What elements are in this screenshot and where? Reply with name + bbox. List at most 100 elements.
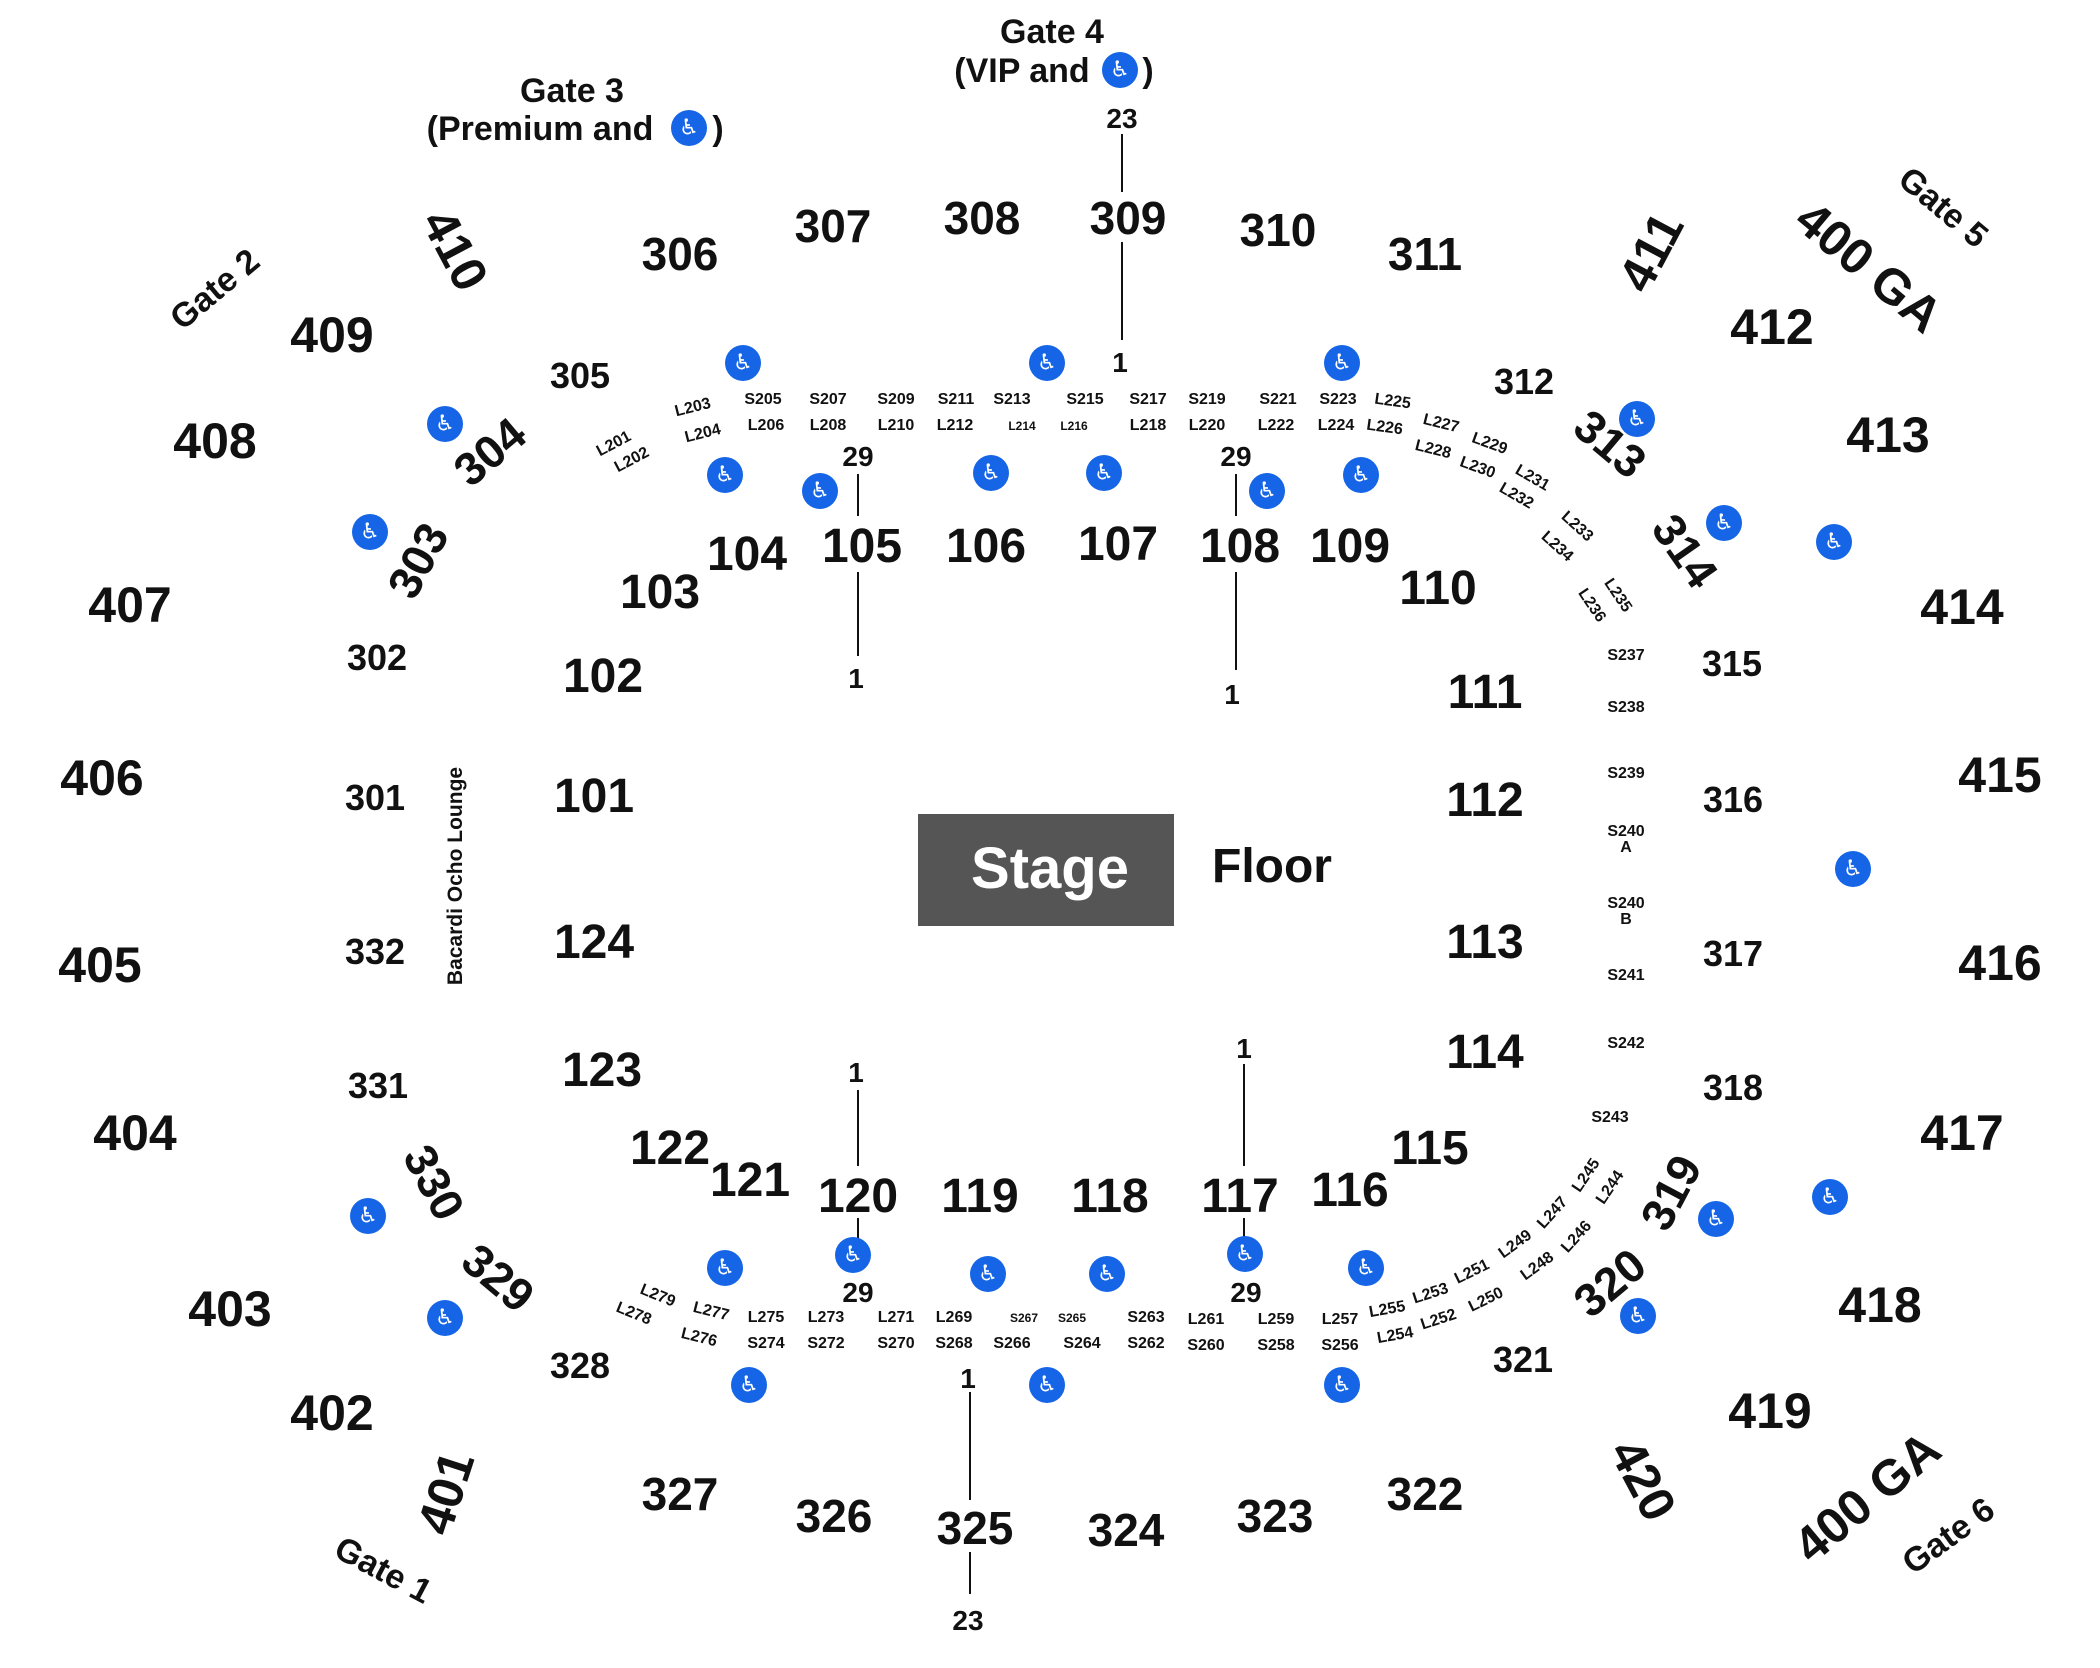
wheelchair-icon[interactable] (1835, 851, 1871, 887)
box-S268[interactable]: S268 (935, 1335, 972, 1352)
box-L251[interactable]: L251 (1452, 1256, 1492, 1287)
section-107[interactable]: 107 (1078, 518, 1158, 571)
box-L227[interactable]: L227 (1421, 411, 1461, 436)
box-S217[interactable]: S217 (1129, 391, 1166, 408)
section-302[interactable]: 302 (347, 637, 407, 678)
section-403[interactable]: 403 (188, 1281, 271, 1337)
box-L247[interactable]: L247 (1534, 1194, 1571, 1233)
box-L276[interactable]: L276 (679, 1325, 719, 1350)
wheelchair-icon[interactable] (1619, 401, 1655, 437)
section-332[interactable]: 332 (345, 931, 405, 972)
wheelchair-icon[interactable] (707, 1250, 743, 1286)
section-331[interactable]: 331 (348, 1065, 408, 1106)
box-S264[interactable]: S264 (1063, 1335, 1100, 1352)
box-L275[interactable]: L275 (748, 1309, 785, 1326)
gate-5[interactable]: Gate 5 (1891, 160, 1995, 256)
section-415[interactable]: 415 (1958, 747, 2041, 803)
gate-1[interactable]: Gate 1 (328, 1529, 438, 1611)
section-102[interactable]: 102 (563, 650, 643, 703)
section-111[interactable]: 111 (1448, 666, 1523, 719)
box-S241[interactable]: S241 (1607, 967, 1644, 984)
box-L250[interactable]: L250 (1466, 1284, 1506, 1315)
section-115[interactable]: 115 (1391, 1122, 1468, 1175)
section-113[interactable]: 113 (1446, 916, 1523, 969)
box-L261[interactable]: L261 (1188, 1311, 1225, 1328)
section-123[interactable]: 123 (562, 1044, 642, 1097)
box-L271[interactable]: L271 (878, 1309, 915, 1326)
box-L236[interactable]: L236 (1574, 586, 1609, 626)
wheelchair-icon[interactable] (1348, 1250, 1384, 1286)
wheelchair-icon[interactable] (1029, 345, 1065, 381)
section-318[interactable]: 318 (1703, 1067, 1763, 1108)
wheelchair-icon[interactable] (802, 473, 838, 509)
box-L273[interactable]: L273 (808, 1309, 845, 1326)
section-402[interactable]: 402 (290, 1385, 373, 1441)
box-S266[interactable]: S266 (993, 1335, 1030, 1352)
section-101[interactable]: 101 (554, 770, 634, 823)
box-L277[interactable]: L277 (691, 1299, 731, 1324)
section-120[interactable]: 120 (818, 1170, 898, 1223)
section-321[interactable]: 321 (1493, 1339, 1553, 1380)
section-322[interactable]: 322 (1387, 1468, 1464, 1520)
box-L278[interactable]: L278 (614, 1299, 654, 1328)
section-411[interactable]: 411 (1607, 203, 1694, 301)
box-L203[interactable]: L203 (673, 395, 713, 420)
section-311[interactable]: 311 (1388, 228, 1462, 280)
box-S237[interactable]: S237 (1607, 647, 1644, 664)
gate-2[interactable]: Gate 2 (163, 242, 267, 338)
wheelchair-icon[interactable] (1816, 524, 1852, 560)
section-419[interactable]: 419 (1728, 1383, 1811, 1439)
section-306[interactable]: 306 (642, 228, 719, 280)
wheelchair-icon[interactable] (1086, 455, 1122, 491)
box-L210[interactable]: L210 (878, 417, 915, 434)
box-L234[interactable]: L234 (1538, 528, 1577, 565)
wheelchair-icon[interactable] (1227, 1236, 1263, 1272)
section-328[interactable]: 328 (550, 1345, 610, 1386)
gate-3-title[interactable]: Gate 3 (520, 72, 624, 110)
box-S272[interactable]: S272 (807, 1335, 844, 1352)
wheelchair-icon[interactable] (731, 1367, 767, 1403)
box-L229[interactable]: L229 (1469, 430, 1509, 458)
box-S205[interactable]: S205 (744, 391, 781, 408)
box-L212[interactable]: L212 (937, 417, 974, 434)
section-309[interactable]: 309 (1090, 192, 1167, 244)
box-L204[interactable]: L204 (683, 421, 723, 446)
section-116[interactable]: 116 (1311, 1164, 1388, 1217)
box-S211[interactable]: S211 (938, 391, 975, 408)
section-301[interactable]: 301 (345, 777, 405, 818)
box-L279[interactable]: L279 (638, 1281, 678, 1310)
section-406[interactable]: 406 (60, 750, 143, 806)
box-L222[interactable]: L222 (1258, 417, 1295, 434)
box-L249[interactable]: L249 (1496, 1227, 1536, 1262)
box-S262[interactable]: S262 (1127, 1335, 1164, 1352)
gate-4-title[interactable]: Gate 4 (1000, 13, 1104, 51)
wheelchair-icon[interactable] (427, 1300, 463, 1336)
section-117[interactable]: 117 (1201, 1170, 1278, 1223)
box-L224[interactable]: L224 (1318, 417, 1355, 434)
section-326[interactable]: 326 (796, 1490, 873, 1542)
section-420[interactable]: 420 (1599, 1430, 1688, 1530)
section-412[interactable]: 412 (1730, 299, 1813, 355)
section-325[interactable]: 325 (937, 1502, 1014, 1554)
wheelchair-icon[interactable] (1324, 345, 1360, 381)
section-418[interactable]: 418 (1838, 1277, 1921, 1333)
section-114[interactable]: 114 (1446, 1026, 1524, 1079)
gate-6[interactable]: Gate 6 (1895, 1490, 2001, 1582)
section-413[interactable]: 413 (1846, 407, 1929, 463)
wheelchair-icon[interactable] (1706, 505, 1742, 541)
wheelchair-icon[interactable] (427, 406, 463, 442)
box-L269[interactable]: L269 (936, 1309, 973, 1326)
box-L230[interactable]: L230 (1457, 454, 1497, 482)
section-324[interactable]: 324 (1088, 1504, 1165, 1556)
box-S238[interactable]: S238 (1607, 699, 1644, 716)
section-330[interactable]: 330 (393, 1136, 475, 1228)
section-104[interactable]: 104 (707, 528, 787, 581)
box-L254[interactable]: L254 (1376, 1324, 1415, 1347)
box-S239[interactable]: S239 (1607, 765, 1644, 782)
section-401[interactable]: 401 (406, 1444, 485, 1541)
section-106[interactable]: 106 (946, 520, 1026, 573)
wheelchair-icon[interactable] (1029, 1367, 1065, 1403)
section-105[interactable]: 105 (822, 520, 902, 573)
section-408[interactable]: 408 (173, 413, 256, 469)
wheelchair-icon[interactable] (970, 1256, 1006, 1292)
